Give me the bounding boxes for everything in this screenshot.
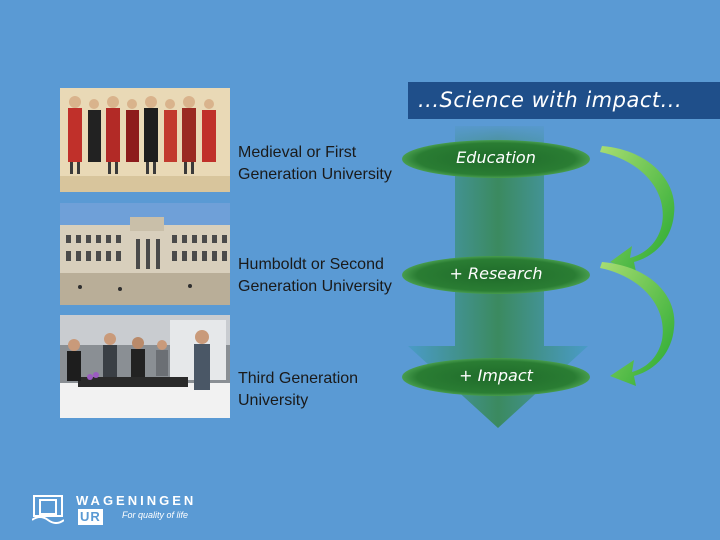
logo-suffix: UR [78, 509, 103, 525]
wageningen-logo-icon [32, 495, 64, 524]
stage-education: Education [456, 148, 536, 167]
row-label-humboldt: Humboldt or Second Generation University [238, 254, 392, 298]
curved-arrow-bottom [600, 262, 675, 386]
row-label-line: Generation University [238, 278, 392, 295]
research-ellipse [402, 256, 590, 294]
stage-research: + Research [449, 264, 543, 283]
logo-tagline: For quality of life [122, 510, 189, 520]
stage-impact: + Impact [459, 366, 533, 385]
row-label-line: Third Generation [238, 370, 359, 387]
row-label-line: Humboldt or Second [238, 256, 384, 273]
logo-name: WAGENINGEN [76, 493, 197, 508]
curved-arrow-top [600, 146, 675, 272]
row-label-third-generation: Third Generation University [238, 368, 358, 412]
medieval-academics-photo [60, 88, 230, 192]
students-photo [60, 315, 230, 418]
row-label-line: Generation University [238, 166, 392, 183]
education-ellipse [402, 140, 590, 178]
row-label-line: University [238, 392, 309, 409]
row-label-medieval: Medieval or First Generation University [238, 142, 392, 186]
humboldt-building-photo [60, 203, 230, 305]
impact-ellipse [402, 358, 590, 396]
slide-title: ...Science with impact... [408, 82, 720, 119]
row-label-line: Medieval or First [238, 144, 357, 161]
wageningen-logo: WAGENINGENUR For quality of life [32, 492, 222, 526]
logo-wordmark: WAGENINGENUR [76, 493, 222, 525]
